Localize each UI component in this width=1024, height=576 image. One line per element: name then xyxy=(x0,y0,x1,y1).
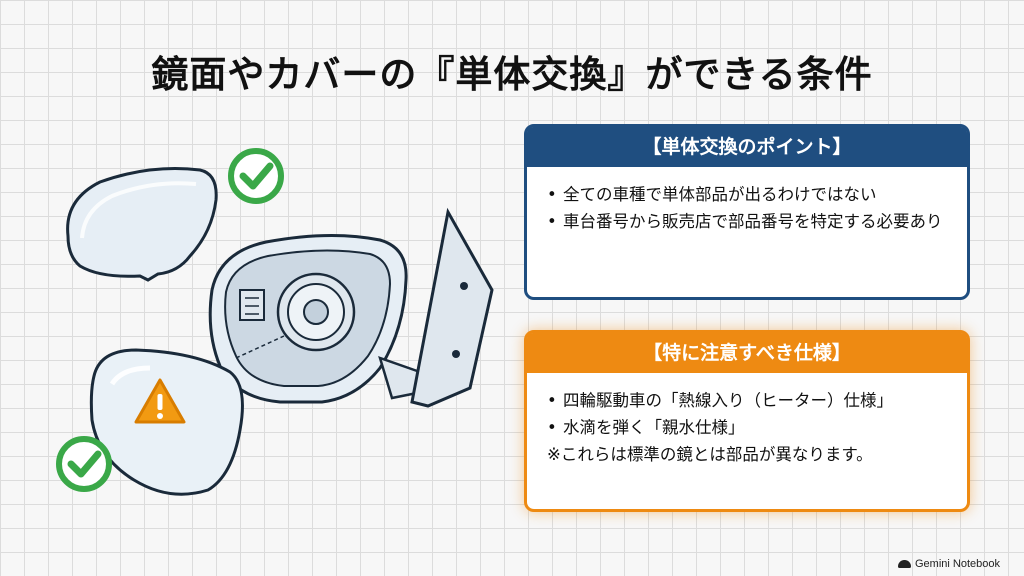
warning-icon xyxy=(134,378,186,424)
checkmark-icon xyxy=(56,436,112,492)
list-item: 全ての車種で単体部品が出るわけではない xyxy=(547,181,953,208)
gemini-logo-icon xyxy=(898,560,911,568)
caution-spec-panel: 【特に注意すべき仕様】 四輪駆動車の「熱線入り（ヒーター）仕様」 水滴を弾く「親… xyxy=(524,330,970,512)
panel-body: 全ての車種で単体部品が出るわけではない 車台番号から販売店で部品番号を特定する必… xyxy=(527,167,967,235)
panel-body: 四輪駆動車の「熱線入り（ヒーター）仕様」 水滴を弾く「親水仕様」 ※これらは標準… xyxy=(527,373,967,468)
list-item: 水滴を弾く「親水仕様」 xyxy=(547,414,953,441)
panel-header: 【特に注意すべき仕様】 xyxy=(527,333,967,373)
panel-header: 【単体交換のポイント】 xyxy=(527,127,967,167)
watermark: Gemini Notebook xyxy=(898,558,1000,570)
page-title: 鏡面やカバーの『単体交換』ができる条件 xyxy=(151,53,873,96)
watermark-text: Gemini Notebook xyxy=(915,558,1000,570)
replacement-points-panel: 【単体交換のポイント】 全ての車種で単体部品が出るわけではない 車台番号から販売… xyxy=(524,124,970,300)
list-item: 車台番号から販売店で部品番号を特定する必要あり xyxy=(547,208,953,235)
caution-note: ※これらは標準の鏡とは部品が異なります。 xyxy=(547,445,873,464)
mirror-housing xyxy=(208,233,424,404)
mounting-plate xyxy=(410,207,494,408)
checkmark-icon xyxy=(228,148,284,204)
mirror-cover xyxy=(66,167,218,282)
list-item: 四輪駆動車の「熱線入り（ヒーター）仕様」 xyxy=(547,387,953,414)
mirror-illustration xyxy=(56,148,494,496)
